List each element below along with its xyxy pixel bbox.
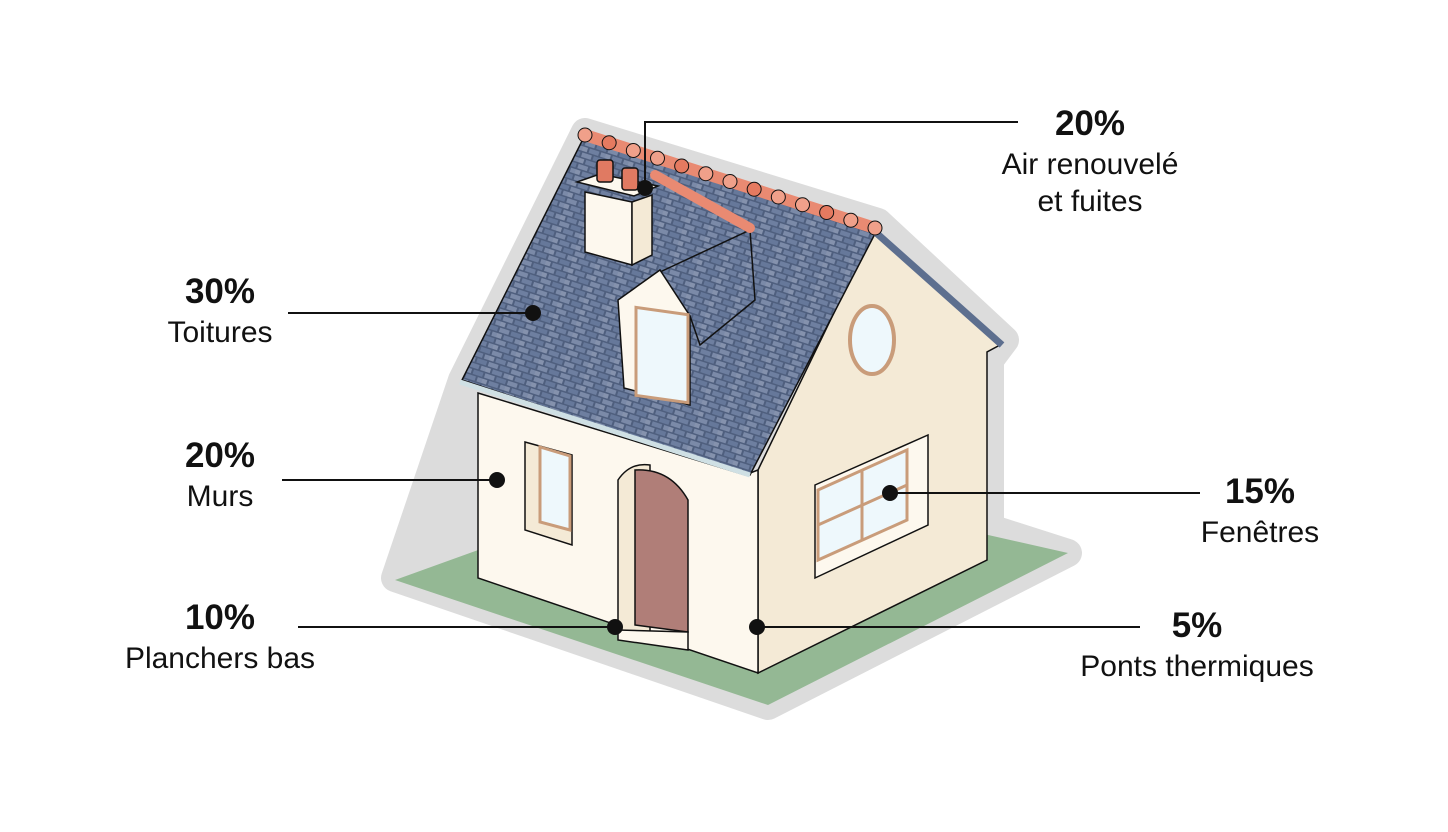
callout-label: Planchers bas (124, 641, 316, 675)
ridge-tile (795, 197, 810, 213)
dot-floors (607, 619, 623, 635)
callout-bridges: 5% Ponts thermiques (1047, 604, 1347, 685)
dot-windows (882, 485, 898, 501)
ridge-tile (577, 127, 593, 143)
callout-label: Murs (186, 479, 254, 513)
ridge-tile (650, 150, 665, 166)
callout-label: Toitures (167, 315, 273, 349)
ridge-tile (674, 158, 690, 174)
callout-percent: 10% (184, 598, 256, 637)
door (617, 463, 689, 651)
callout-percent: 30% (184, 272, 256, 311)
dot-bridges (749, 619, 765, 635)
dormer (617, 170, 756, 406)
callout-label: et fuites (1037, 185, 1143, 219)
ridge-tile (819, 205, 835, 220)
dot-air (637, 180, 653, 196)
callout-percent: 5% (1171, 606, 1223, 645)
ridge-tile (601, 135, 617, 151)
gutter (459, 379, 751, 478)
dot-roof (525, 305, 541, 321)
callout-lines (282, 121, 1200, 628)
leader-air (644, 121, 1018, 188)
ridge-tile (625, 143, 641, 158)
ridge-tiles (577, 127, 883, 236)
callout-percent: 15% (1224, 472, 1296, 511)
callout-label: Air renouvelé (1001, 147, 1179, 181)
callout-percent: 20% (1054, 104, 1126, 143)
callout-roof: 30% Toitures (100, 270, 340, 351)
dormer-window (634, 305, 690, 405)
callout-label: Ponts thermiques (1080, 649, 1314, 683)
callout-percent: 20% (184, 436, 256, 475)
gable-edge (870, 227, 1005, 348)
dot-walls (489, 472, 505, 488)
callout-windows: 15% Fenêtres (1140, 470, 1380, 551)
ridge-tile (722, 174, 738, 189)
ridge-tile (843, 212, 859, 228)
round-window (848, 304, 896, 376)
ridge-tile (746, 181, 762, 197)
callout-air: 20% Air renouvelé et fuites (970, 102, 1210, 221)
ridge-tile (770, 189, 786, 205)
callout-dots (489, 180, 898, 635)
ridge-tile (867, 220, 883, 236)
callout-walls: 20% Murs (100, 434, 340, 515)
callout-floors: 10% Planchers bas (80, 596, 360, 677)
callout-label: Fenêtres (1200, 515, 1320, 549)
ridge-tile (698, 166, 714, 182)
front-window (524, 441, 573, 547)
